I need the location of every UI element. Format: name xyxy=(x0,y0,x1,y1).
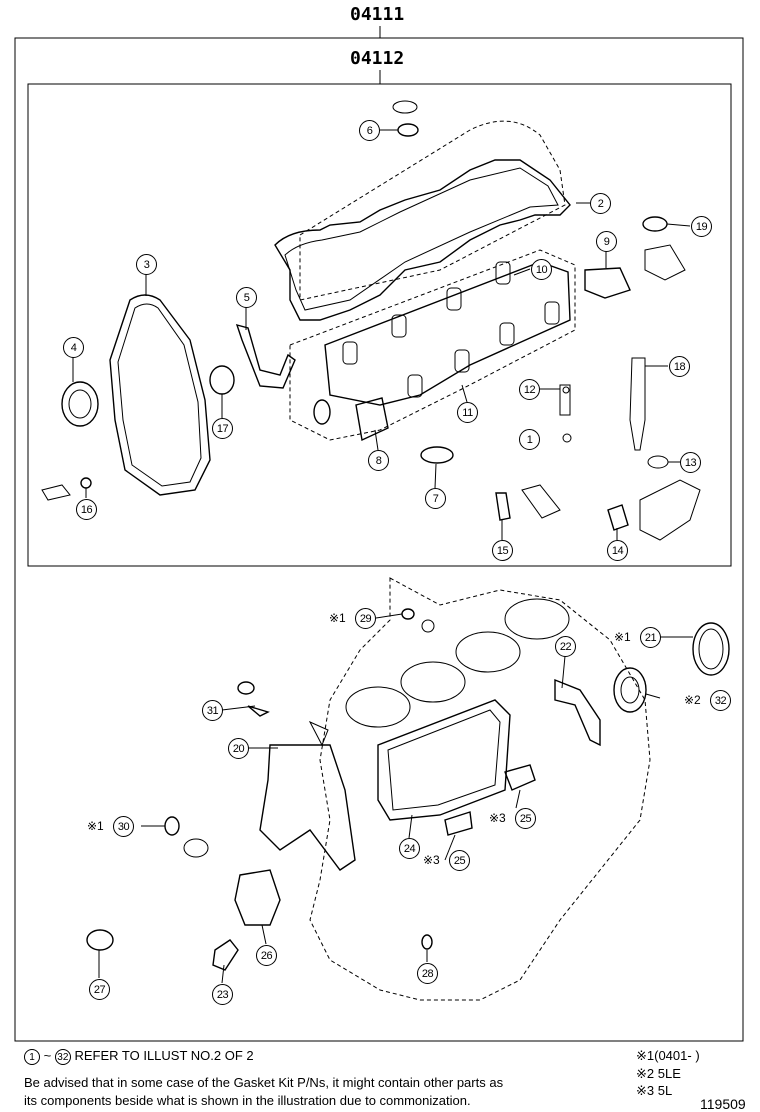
cylinder-head-outline xyxy=(289,120,576,441)
timing-cover-gasket-shape xyxy=(109,294,211,496)
part-callout-3[interactable]: 3 xyxy=(136,254,157,275)
part-callout-18[interactable]: 18 xyxy=(669,356,690,377)
ref-from-callout: 1 xyxy=(24,1048,40,1065)
mark-25-right: ※3 xyxy=(489,811,506,825)
refer-note: 1 ~ 32 REFER TO ILLUST NO.2 OF 2 xyxy=(24,1048,254,1065)
part-callout-17[interactable]: 17 xyxy=(212,418,233,439)
part-callout-27[interactable]: 27 xyxy=(89,979,110,1000)
mark-21: ※1 xyxy=(614,630,631,644)
part-callout-13[interactable]: 13 xyxy=(680,452,701,473)
part-callout-23[interactable]: 23 xyxy=(212,984,233,1005)
part-callout-29[interactable]: 29 xyxy=(355,608,376,629)
legend-line-1: ※1(0401- ) xyxy=(636,1048,700,1063)
part-callout-16[interactable]: 16 xyxy=(76,499,97,520)
ref-to-callout: 32 xyxy=(54,1048,71,1065)
inner-kit-frame xyxy=(27,83,732,567)
part-callout-14[interactable]: 14 xyxy=(607,540,628,561)
mark-30: ※1 xyxy=(87,819,104,833)
part-callout-21[interactable]: 21 xyxy=(640,627,661,648)
part-callout-6[interactable]: 6 xyxy=(359,120,380,141)
mark-29: ※1 xyxy=(329,611,346,625)
part-callout-19[interactable]: 19 xyxy=(691,216,712,237)
mark-25-left: ※3 xyxy=(423,853,440,867)
part-callout-7[interactable]: 7 xyxy=(425,488,446,509)
mark-32: ※2 xyxy=(684,693,701,707)
cylinder-block-outline xyxy=(309,577,651,1001)
part-callout-32[interactable]: 32 xyxy=(710,690,731,711)
small-parts-upper xyxy=(41,100,701,541)
part-callout-25-right[interactable]: 25 xyxy=(515,808,536,829)
legend-line-2: ※2 5LE xyxy=(636,1066,681,1081)
part-callout-12[interactable]: 12 xyxy=(519,379,540,400)
part-callout-10[interactable]: 10 xyxy=(531,259,552,280)
part-callout-25-left[interactable]: 25 xyxy=(449,850,470,871)
kit-number-inner: 04112 xyxy=(350,48,405,69)
advice-line-2: its components beside what is shown in t… xyxy=(24,1093,471,1108)
part-callout-20[interactable]: 20 xyxy=(228,738,249,759)
advice-line-1: Be advised that in some case of the Gask… xyxy=(24,1075,504,1090)
part-callout-31[interactable]: 31 xyxy=(202,700,223,721)
leader-lines xyxy=(72,129,693,984)
part-callout-8[interactable]: 8 xyxy=(368,450,389,471)
part-callout-22[interactable]: 22 xyxy=(555,636,576,657)
part-callout-1[interactable]: 1 xyxy=(519,429,540,450)
outer-kit-frame xyxy=(14,37,744,1042)
head-cover-gasket-shape xyxy=(274,159,571,321)
part-callout-26[interactable]: 26 xyxy=(256,945,277,966)
part-callout-15[interactable]: 15 xyxy=(492,540,513,561)
part-callout-9[interactable]: 9 xyxy=(596,231,617,252)
part-callout-28[interactable]: 28 xyxy=(417,963,438,984)
legend-line-3: ※3 5L xyxy=(636,1083,673,1098)
block-parts-lower xyxy=(86,608,730,971)
part-callout-30[interactable]: 30 xyxy=(113,816,134,837)
part-callout-11[interactable]: 11 xyxy=(457,402,478,423)
illustration-number: 119509 xyxy=(700,1096,746,1112)
part-callout-5[interactable]: 5 xyxy=(236,287,257,308)
refer-text: REFER TO ILLUST NO.2 OF 2 xyxy=(74,1048,254,1063)
kit-number-outer: 04111 xyxy=(350,4,405,25)
part-callout-2[interactable]: 2 xyxy=(590,193,611,214)
part-callout-24[interactable]: 24 xyxy=(399,838,420,859)
part-callout-4[interactable]: 4 xyxy=(63,337,84,358)
